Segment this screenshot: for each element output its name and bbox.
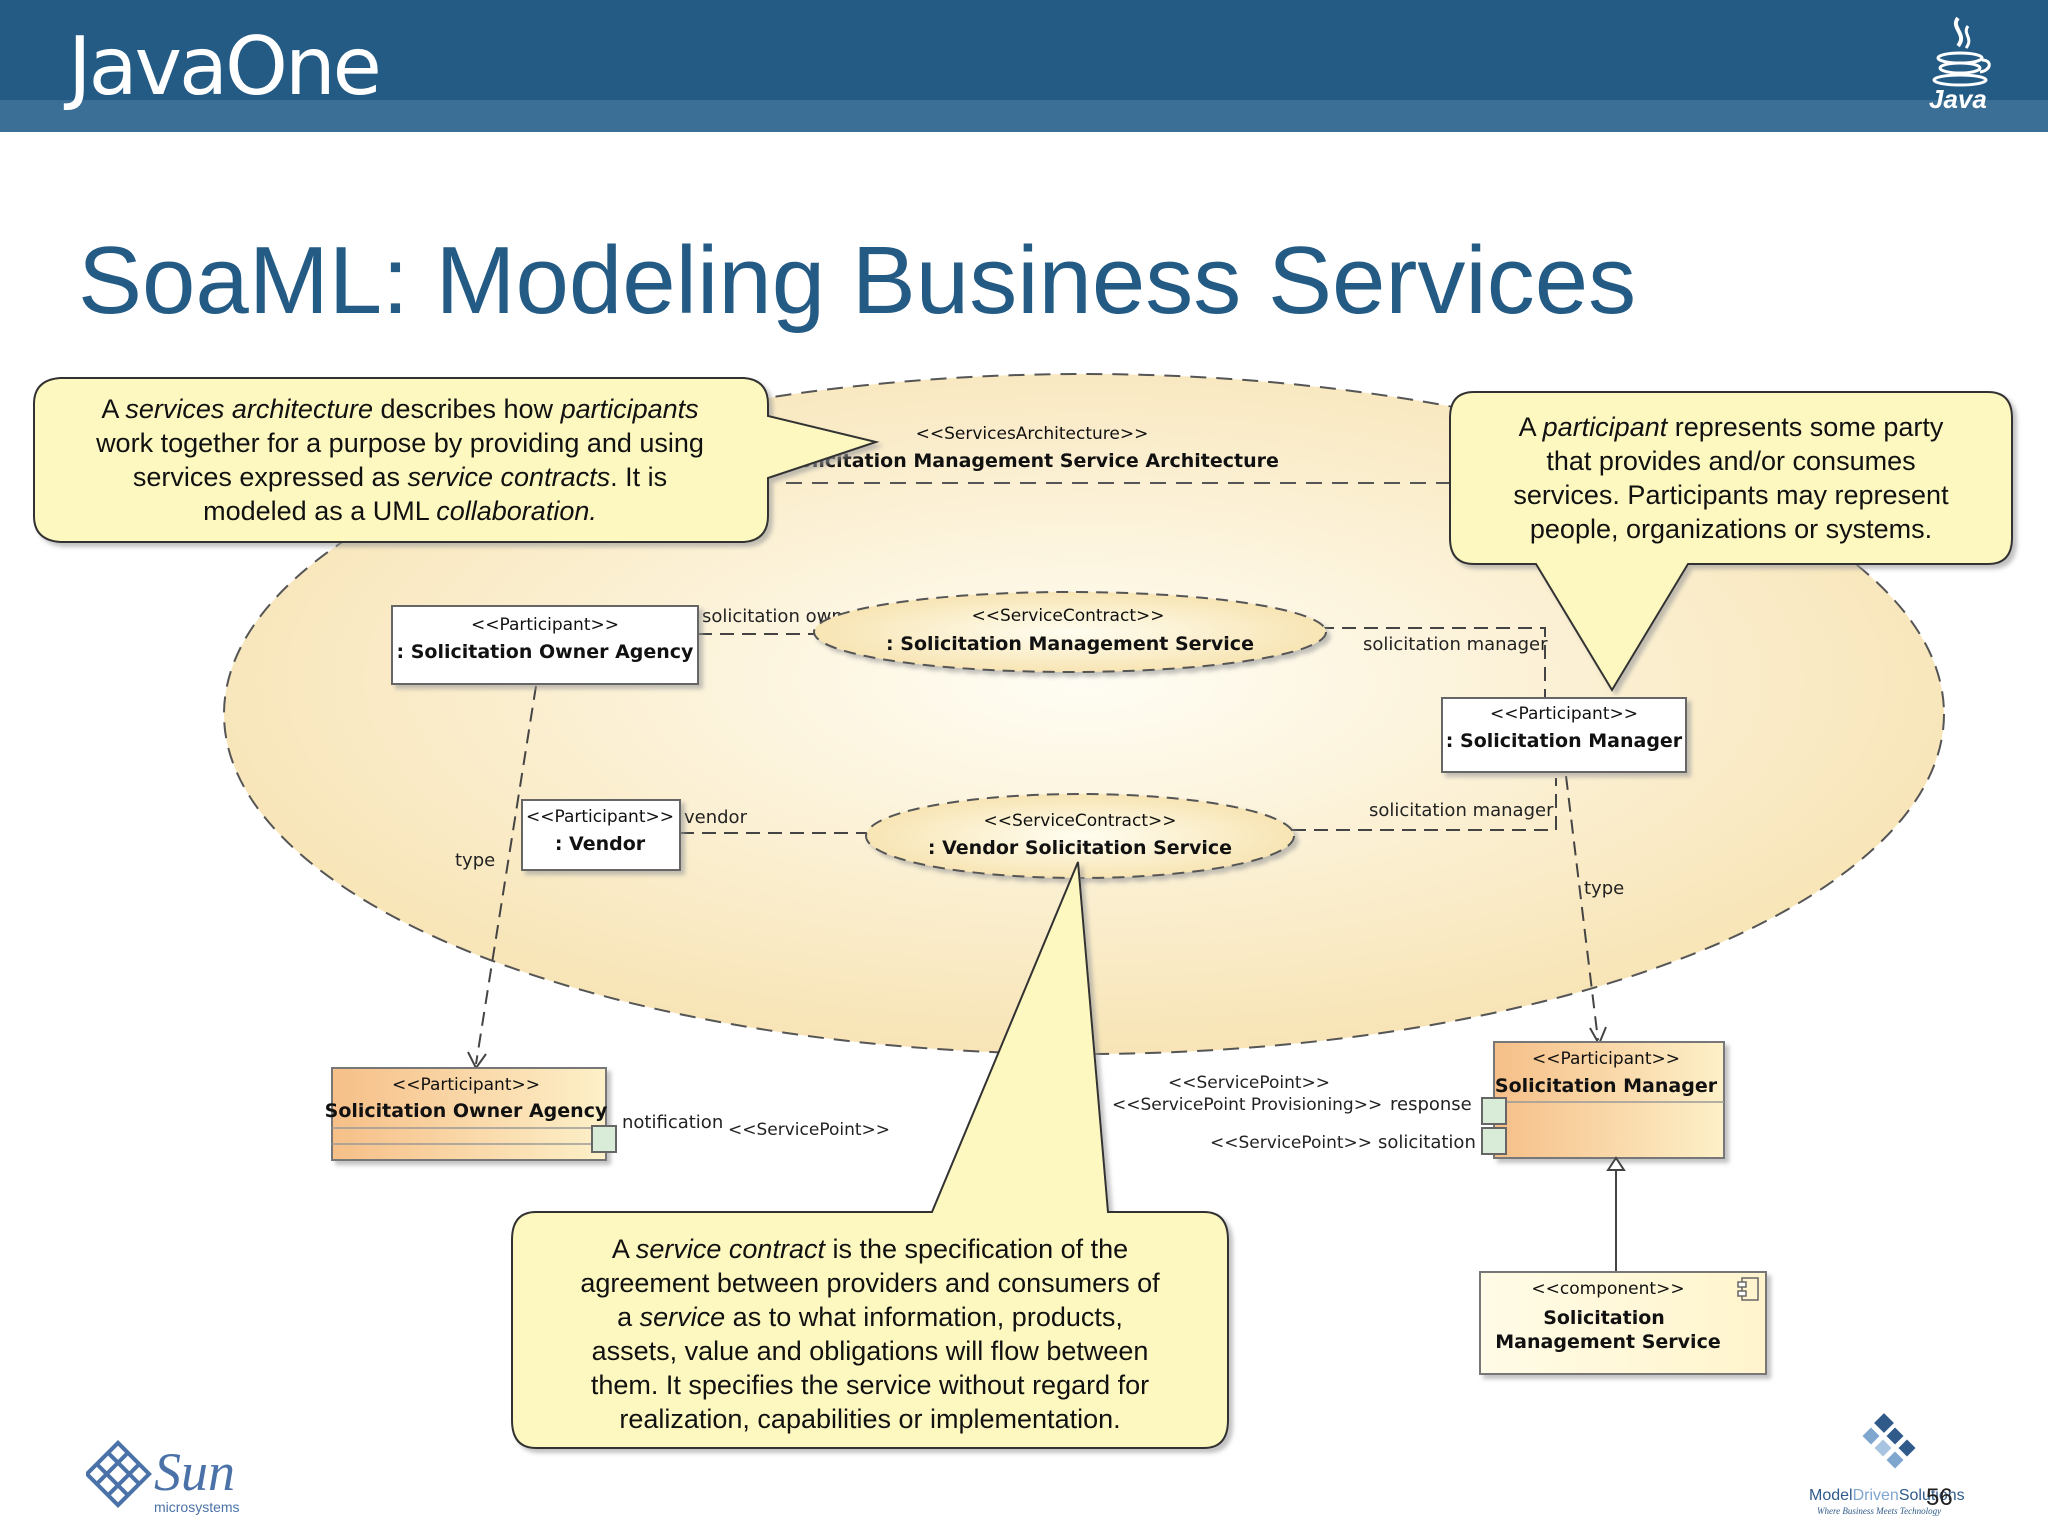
architecture-name: Solicitation Management Service Architec… <box>785 450 1279 472</box>
header-bar <box>0 0 2048 132</box>
connector-contract2-manager <box>1292 778 1557 831</box>
type-dependency-right <box>1565 775 1599 1041</box>
service-contract-solicitation-management <box>813 591 1327 673</box>
mds-solutions: Solutions <box>1899 1487 1965 1504</box>
component-icon <box>1737 1277 1759 1301</box>
role-vendor <box>521 799 681 871</box>
class-manager-name: Solicitation Manager <box>1495 1075 1718 1097</box>
class-owner-name: Solicitation Owner Agency <box>325 1100 608 1122</box>
type-dependency-left <box>475 685 537 1065</box>
edge-label-type-right: type <box>1584 878 1624 899</box>
realization-arrowhead <box>1606 1156 1626 1171</box>
sun-sub: microsystems <box>154 1499 240 1515</box>
callout-architecture-bubble <box>33 377 880 543</box>
page-number: 56 <box>1926 1484 1953 1511</box>
class-manager-stereotype: <<Participant>> <box>1532 1049 1680 1069</box>
class-solicitation-owner-agency <box>331 1067 617 1161</box>
javaone-logo: JavaOne <box>68 20 382 113</box>
port-label-sp-top1: <<ServicePoint>> <box>1168 1073 1330 1093</box>
svg-text:ModelDrivenSolutions: ModelDrivenSolutions <box>1809 1487 1965 1504</box>
edge-label-vendor: vendor <box>684 807 748 828</box>
role-owner-stereotype: <<Participant>> <box>471 615 619 635</box>
contract2-stereotype: <<ServiceContract>> <box>984 811 1177 831</box>
port-label-sp-top2: <<ServicePoint Provisioning>> <box>1112 1095 1382 1115</box>
port-label-response: response <box>1390 1094 1472 1115</box>
component-solicitation-management-service <box>1479 1271 1767 1375</box>
component-name-line1: Solicitation <box>1543 1307 1665 1329</box>
class-owner-stereotype: <<Participant>> <box>392 1075 540 1095</box>
mds-driven: Driven <box>1853 1487 1899 1504</box>
java-brand-label: Java <box>1929 84 1987 114</box>
edge-label-solicitation-manager-1: solicitation manager <box>1363 634 1548 655</box>
port-label-sp-bottom: <<ServicePoint>> <box>1210 1133 1372 1153</box>
mds-tagline: Where Business Meets Technology <box>1817 1506 1941 1516</box>
role-owner-name: : Solicitation Owner Agency <box>397 641 695 663</box>
role-solicitation-manager <box>1441 697 1687 773</box>
port-label-solicitation: solicitation <box>1378 1132 1476 1153</box>
callout-participant-bubble <box>1449 391 2013 692</box>
model-driven-solutions-logo: ModelDrivenSolutions Where Business Meet… <box>1809 1413 1965 1516</box>
callout-contract-bubble <box>511 861 1229 1449</box>
contract1-name: : Solicitation Management Service <box>886 633 1254 655</box>
contract1-stereotype: <<ServiceContract>> <box>972 606 1165 626</box>
java-cup-icon <box>1932 16 1991 87</box>
edge-label-solicitation-manager-2: solicitation manager <box>1369 800 1554 821</box>
edge-label-type-left: type <box>455 850 495 871</box>
architecture-stereotype: <<ServicesArchitecture>> <box>916 424 1149 444</box>
mds-model: Model <box>1809 1487 1853 1504</box>
header-band <box>0 100 2048 132</box>
callout-contract-text: A service contract is the specification … <box>580 1234 1160 1434</box>
connector-contract1-manager <box>1320 627 1546 698</box>
callout-participant-text: A participant represents some party that… <box>1513 412 1949 544</box>
callout-architecture-text: A services architecture describes how pa… <box>96 394 704 526</box>
component-stereotype: <<component>> <box>1531 1279 1684 1299</box>
component-name-line2: Management Service <box>1495 1331 1720 1353</box>
slide-title: SoaML: Modeling Business Services <box>78 227 1637 334</box>
service-contract-vendor-solicitation <box>865 793 1295 879</box>
role-vendor-stereotype: <<Participant>> <box>526 807 674 827</box>
role-solicitation-owner-agency <box>391 605 699 685</box>
class-solicitation-manager <box>1481 1041 1725 1159</box>
port-label-notification: notification <box>622 1112 723 1133</box>
role-manager-name: : Solicitation Manager <box>1446 730 1683 752</box>
port-label-sp-left: <<ServicePoint>> <box>728 1120 890 1140</box>
sun-wordmark: Sun <box>154 1442 235 1502</box>
sun-microsystems-logo: Sun microsystems <box>86 1440 240 1515</box>
role-vendor-name: : Vendor <box>555 833 646 855</box>
role-manager-stereotype: <<Participant>> <box>1490 704 1638 724</box>
contract2-name: : Vendor Solicitation Service <box>928 837 1232 859</box>
